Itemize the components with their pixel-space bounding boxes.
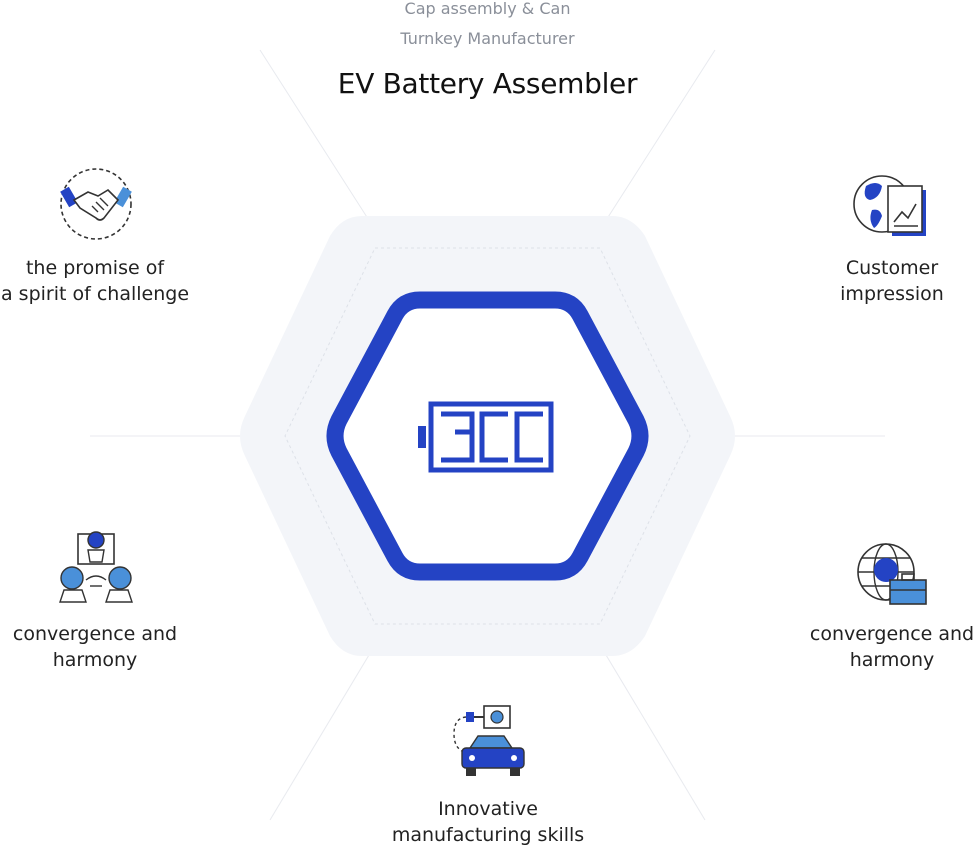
node-bottom-label: Innovative manufacturing skills bbox=[390, 796, 586, 848]
node-top-right-label: Customer impression bbox=[797, 255, 975, 307]
page-title: EV Battery Assembler bbox=[337, 67, 638, 100]
globe-document-chart-icon bbox=[853, 175, 926, 236]
node-bottom-right-label: convergence and harmony bbox=[797, 621, 975, 673]
dashed-hexagon bbox=[284, 247, 691, 625]
node-bottom-left-line1: convergence and bbox=[12, 623, 178, 645]
subtitle-line-2: Turnkey Manufacturer bbox=[400, 29, 575, 48]
subtitle-line-1: Cap assembly & Can bbox=[404, 0, 571, 18]
node-top-right-line1: Customer bbox=[845, 257, 939, 279]
node-top-left-line2: a spirit of challenge bbox=[0, 283, 190, 305]
node-bottom-left-label: convergence and harmony bbox=[0, 621, 190, 673]
node-bottom-right-line1: convergence and bbox=[809, 623, 975, 645]
electric-car-charging-icon bbox=[453, 705, 525, 776]
node-bottom-left-line2: harmony bbox=[52, 649, 138, 671]
center-hexagon bbox=[326, 291, 649, 581]
node-bottom-line2: manufacturing skills bbox=[391, 824, 585, 846]
node-top-right-line2: impression bbox=[840, 283, 944, 305]
node-bottom-line1: Innovative bbox=[438, 798, 538, 820]
team-collaboration-icon bbox=[59, 531, 133, 603]
bcc-battery-logo bbox=[418, 401, 554, 473]
globe-briefcase-icon bbox=[857, 543, 927, 605]
node-bottom-right-line2: harmony bbox=[849, 649, 935, 671]
node-top-left-line1: the promise of bbox=[25, 257, 165, 279]
handshake-icon bbox=[60, 168, 132, 240]
node-top-left-label: the promise of a spirit of challenge bbox=[0, 255, 190, 307]
